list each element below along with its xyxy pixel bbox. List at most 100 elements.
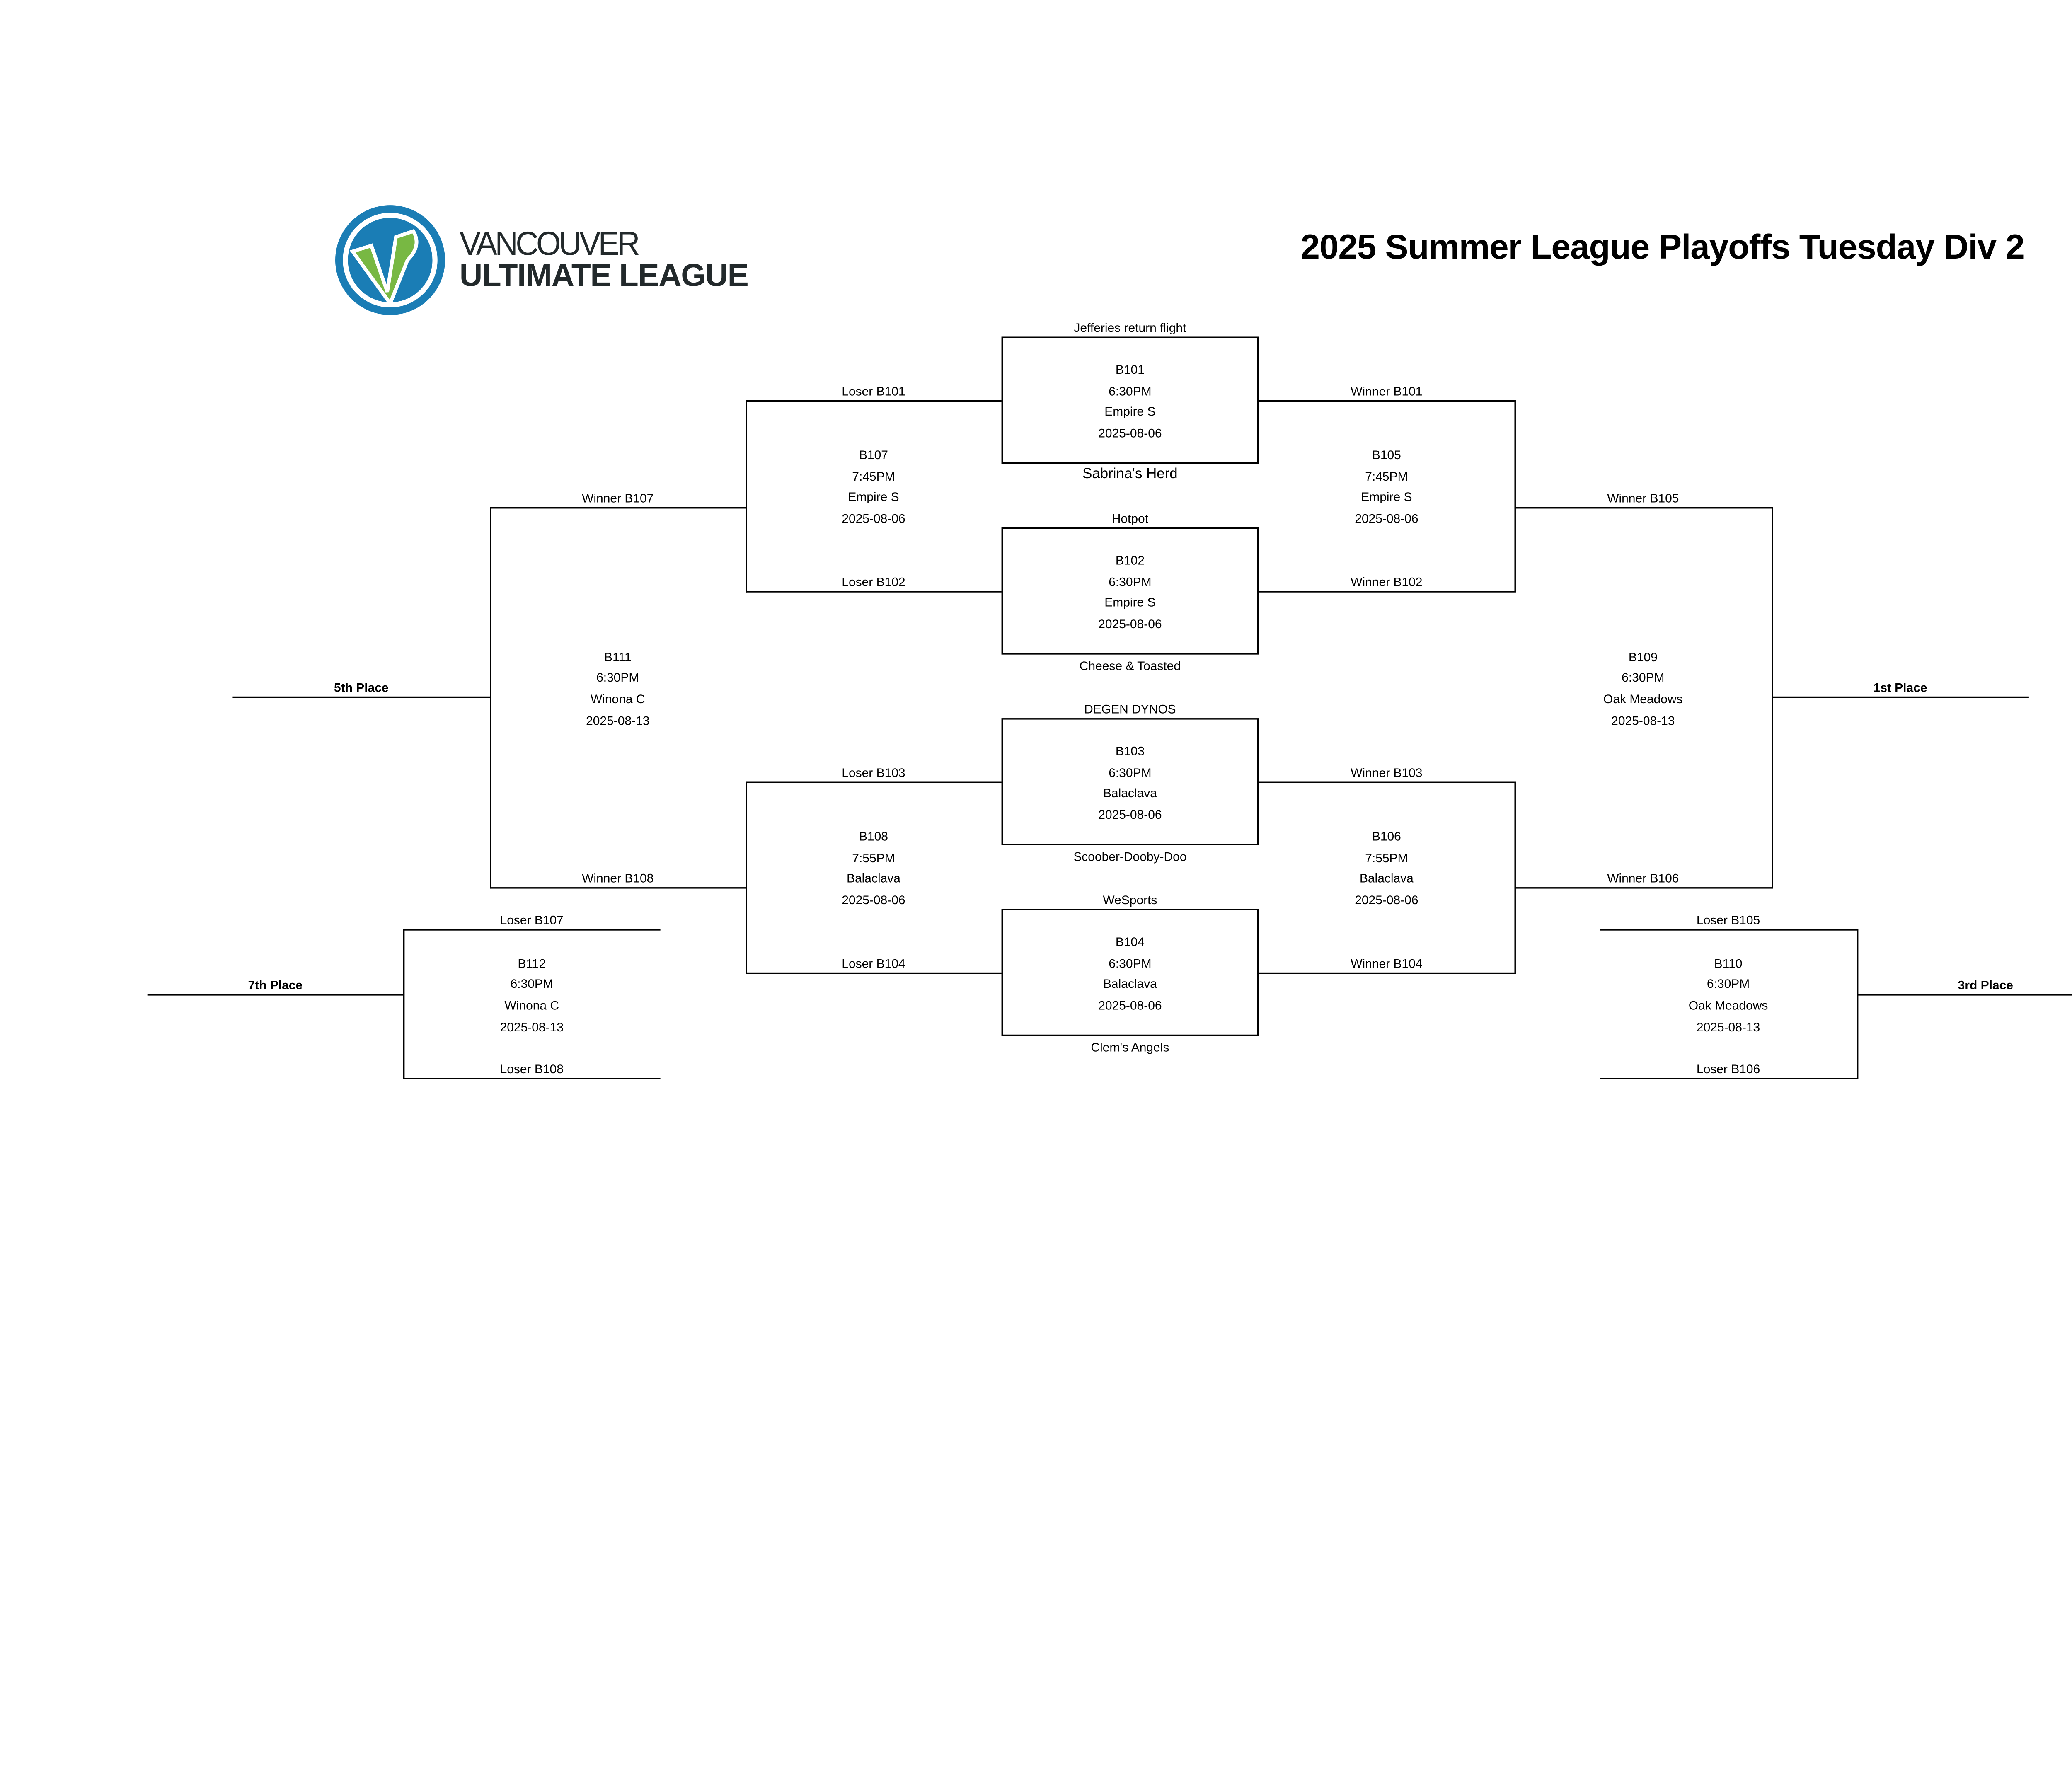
slot-top: Winner B105 [1607,491,1679,506]
game-field: Balaclava [846,871,900,886]
bracket-line [746,972,1002,974]
game-time: 6:30PM [1109,765,1152,779]
bracket-line [1514,507,1772,509]
bracket-line [1772,507,1773,889]
game-time: 7:55PM [852,850,895,865]
game-id: B107 [859,447,888,462]
bracket-line [1600,1078,1857,1079]
game-time: 6:30PM [1622,670,1665,685]
game-date: 2025-08-13 [1611,713,1675,728]
game-field: Winona C [590,691,645,706]
game-id: B104 [1115,934,1145,949]
bracket-line [1514,781,1516,975]
bracket-line [490,887,746,889]
slot-top: Winner B101 [1351,384,1423,399]
game-box-b102[interactable] [1001,527,1259,655]
placement-label: 5th Place [334,680,389,695]
bracket-line [1857,929,1859,1080]
game-date: 2025-08-06 [1098,998,1162,1013]
game-time: 7:45PM [1365,469,1408,484]
game-date: 2025-08-06 [842,511,905,526]
game-id: B106 [1372,829,1401,844]
bracket-line [746,400,747,593]
game-field: Oak Meadows [1603,691,1683,706]
league-logo-icon [335,205,445,315]
team-bottom: Sabrina's Herd [1082,467,1178,483]
placement-label: 7th Place [248,977,303,992]
team-bottom: Cheese & Toasted [1079,658,1181,673]
bracket-line [490,507,491,889]
game-time: 6:30PM [596,670,639,685]
game-date: 2025-08-06 [1098,426,1162,440]
bracket-line [1514,400,1516,593]
bracket-line [1259,400,1515,402]
game-id: B108 [859,829,888,844]
game-time: 6:30PM [1109,956,1152,970]
bracket-line [746,591,1002,593]
game-date: 2025-08-13 [1696,1019,1760,1034]
game-id: B103 [1115,743,1145,758]
game-field: Empire S [848,490,899,505]
game-box-b101[interactable] [1001,336,1259,464]
slot-top: Loser B101 [842,384,905,399]
game-date: 2025-08-13 [500,1019,564,1034]
game-time: 7:45PM [852,469,895,484]
game-time: 6:30PM [1706,976,1750,991]
team-bottom: Clem's Angels [1091,1040,1169,1055]
game-date: 2025-08-13 [586,713,650,728]
game-time: 6:30PM [510,976,553,991]
game-field: Balaclava [1103,977,1157,992]
league-logo: VANCOUVER ULTIMATE LEAGUE [332,202,751,321]
game-id: B101 [1115,362,1145,377]
bracket-line [1259,591,1515,593]
bracket-line [1259,972,1515,974]
game-date: 2025-08-06 [1098,807,1162,822]
team-bottom: Scoober-Dooby-Doo [1073,849,1187,864]
game-field: Balaclava [1359,871,1414,886]
game-date: 2025-08-06 [1098,617,1162,631]
slot-bottom: Winner B108 [582,871,654,885]
logo-line2: ULTIMATE LEAGUE [459,257,749,293]
slot-top: Loser B107 [500,912,564,927]
team-top: DEGEN DYNOS [1084,702,1176,716]
bracket-line [1259,781,1515,784]
placement-label: 1st Place [1873,680,1927,695]
slot-bottom: Winner B102 [1351,574,1423,589]
slot-bottom: Loser B104 [842,956,905,971]
game-field: Winona C [504,998,559,1013]
slot-top: Loser B105 [1696,912,1760,927]
bracket-line [403,929,405,1080]
slot-bottom: Loser B102 [842,574,905,589]
game-date: 2025-08-06 [842,893,905,907]
slot-bottom: Winner B106 [1607,871,1679,885]
page-title: 2025 Summer League Playoffs Tuesday Div … [1300,228,2024,268]
game-time: 6:30PM [1109,574,1152,589]
game-box-b104[interactable] [1001,909,1259,1036]
bracket-line [746,781,747,975]
result-line [232,696,490,698]
game-field: Oak Meadows [1688,998,1768,1013]
game-date: 2025-08-06 [1355,511,1418,526]
game-id: B109 [1628,649,1658,664]
slot-bottom: Loser B106 [1696,1061,1760,1076]
logo-line1: VANCOUVER [459,224,640,263]
result-line [1772,696,2029,698]
team-top: Jefferies return flight [1074,320,1186,335]
game-field: Empire S [1361,490,1412,505]
game-id: B105 [1372,447,1401,462]
bracket-line [1600,929,1857,931]
placement-label: 3rd Place [1958,977,2013,992]
game-box-b103[interactable] [1001,718,1259,845]
slot-top: Winner B107 [582,491,654,506]
bracket-line [746,781,1002,784]
result-line [1857,994,2072,996]
bracket-line [1514,887,1772,889]
result-line [147,994,403,996]
game-date: 2025-08-06 [1355,893,1418,907]
game-field: Balaclava [1103,786,1157,801]
bracket-line [746,400,1002,402]
game-id: B112 [518,955,546,970]
slot-bottom: Loser B108 [500,1061,564,1076]
game-id: B111 [604,649,632,664]
